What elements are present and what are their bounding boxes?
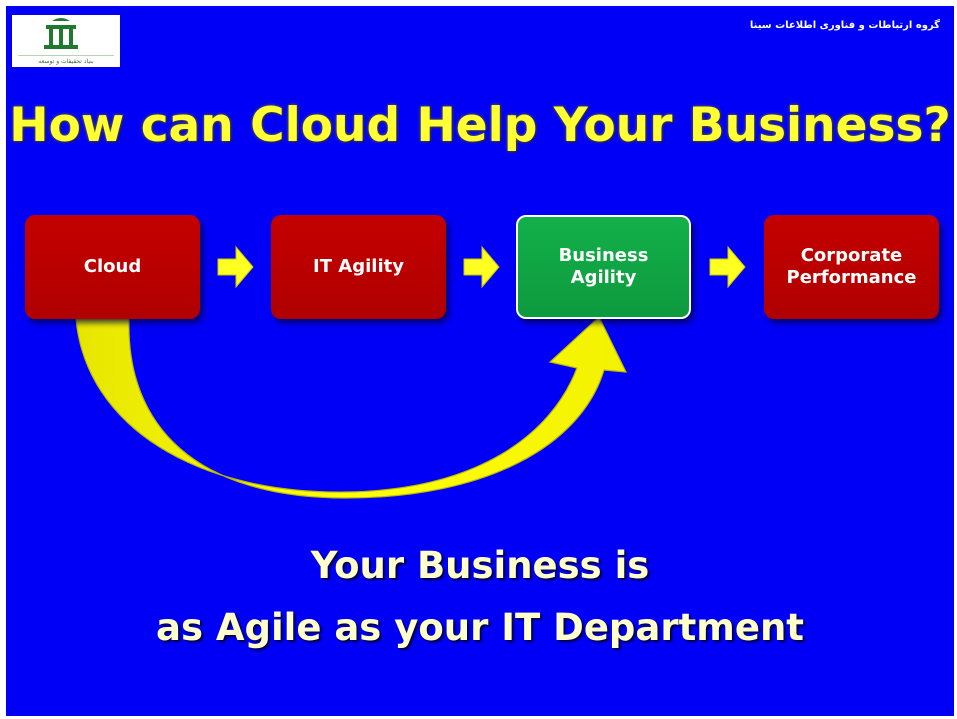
tagline-line-1: Your Business is	[310, 544, 650, 587]
flow-box-label: Cloud	[83, 255, 142, 277]
flow-arrow-2-icon	[463, 245, 500, 289]
flow-box-label: Business Agility	[558, 244, 649, 289]
slide-title: How can Cloud Help Your Business?	[9, 98, 951, 153]
logo-emblem-icon: بنیاد تحقیقات و توسعه	[12, 15, 120, 67]
logo-caption: بنیاد تحقیقات و توسعه	[38, 58, 94, 65]
flow-box-cloud: Cloud	[25, 215, 200, 319]
flow-box-label: IT Agility	[313, 255, 404, 277]
flow-arrow-3-icon	[709, 245, 746, 289]
flow-box-corporate-performance: Corporate Performance	[764, 215, 939, 319]
flow-box-it-agility: IT Agility	[271, 215, 446, 319]
logo: بنیاد تحقیقات و توسعه	[12, 15, 120, 67]
tagline-line-2: as Agile as your IT Department	[156, 606, 804, 649]
flow-box-business-agility: Business Agility	[516, 215, 691, 319]
curved-arrow-icon	[75, 316, 628, 499]
flow-arrow-1-icon	[217, 245, 254, 289]
flow-box-label: Corporate Performance	[786, 244, 917, 289]
flow-arrows	[75, 245, 746, 499]
slide: بنیاد تحقیقات و توسعه گروه ارتباطات و فن…	[6, 6, 954, 716]
organization-name: گروه ارتباطات و فناوری اطلاعات سینا	[749, 20, 940, 31]
